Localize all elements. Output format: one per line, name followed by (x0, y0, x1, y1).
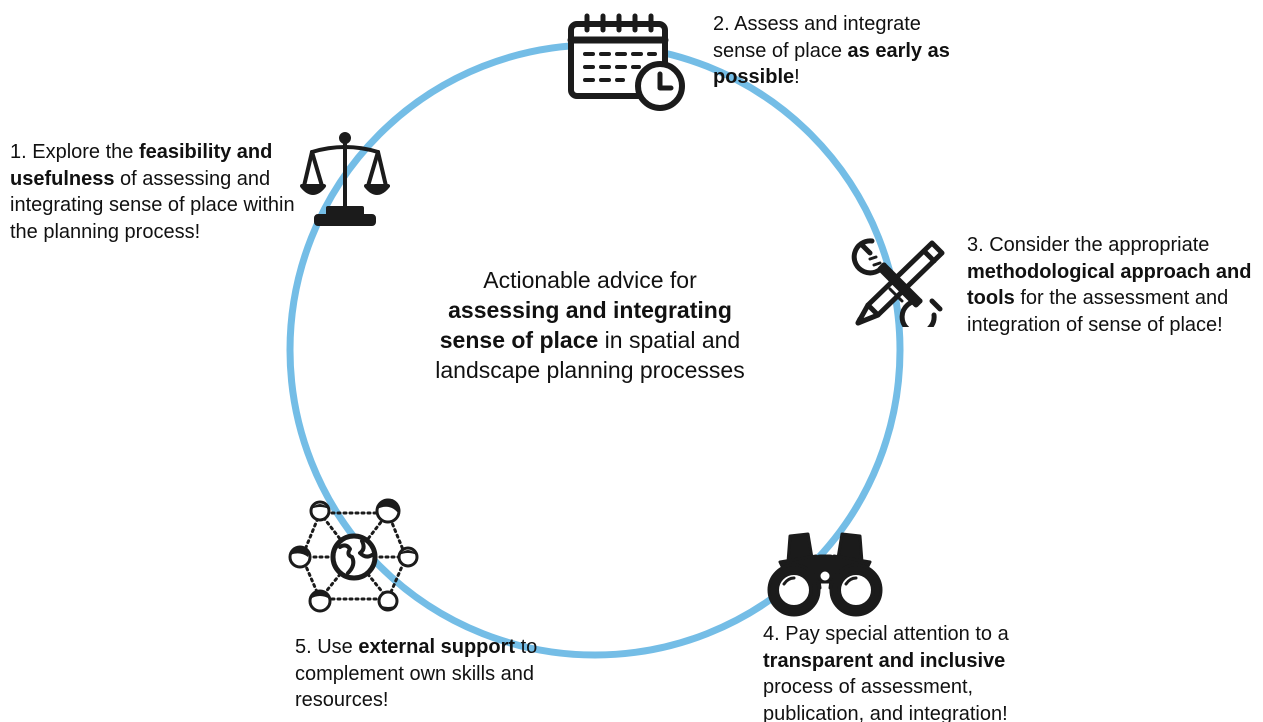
center-rest: in spatial and landscape planning proces… (435, 327, 745, 383)
step-3-bold: methodological approach and tools (967, 260, 1252, 310)
network-globe-icon (282, 495, 422, 615)
step-4-bold: transparent and inclusive (763, 649, 1006, 672)
binoculars-icon (760, 528, 890, 618)
center-bold: assessing and integrating sense of place (439, 297, 732, 353)
step-3-prefix: 3. Consider the appropriate (967, 234, 1210, 256)
step-3-suffix: for the assessment and integration of se… (967, 287, 1229, 336)
center-text: Actionable advice for assessing and inte… (420, 265, 760, 385)
scales-icon (300, 130, 390, 228)
step-5-bold: external support (358, 636, 516, 658)
step-3-text: 3. Consider the appropriate methodologic… (967, 232, 1252, 338)
calendar-clock-icon (565, 12, 690, 112)
step-5-prefix: 5. Use (295, 636, 359, 658)
center-line1: Actionable advice for (483, 267, 697, 293)
step-1-prefix: 1. Explore the (10, 141, 139, 163)
step-4-suffix: process of assessment, publication, and … (763, 676, 1008, 722)
step-1-suffix: of assessing and integrating sense of pl… (10, 167, 295, 243)
step-5-suffix: to complement own skills and resources! (295, 636, 538, 711)
step-2-bold: as early as possible (713, 39, 950, 89)
wrench-pencil-icon (850, 235, 950, 327)
step-4-text: 4. Pay special attention to a transparen… (763, 621, 1043, 722)
step-1-text: 1. Explore the feasibility and usefulnes… (10, 139, 300, 245)
step-1-bold: feasibility and usefulness (10, 141, 273, 190)
step-2-prefix: 2. Assess and integrate sense of place (713, 13, 921, 62)
step-5-text: 5. Use external support to complement ow… (295, 634, 570, 714)
step-4-prefix: 4. Pay special attention to a (763, 623, 1009, 645)
step-2-suffix: ! (794, 66, 800, 88)
step-2-text: 2. Assess and integrate sense of place a… (713, 11, 978, 91)
